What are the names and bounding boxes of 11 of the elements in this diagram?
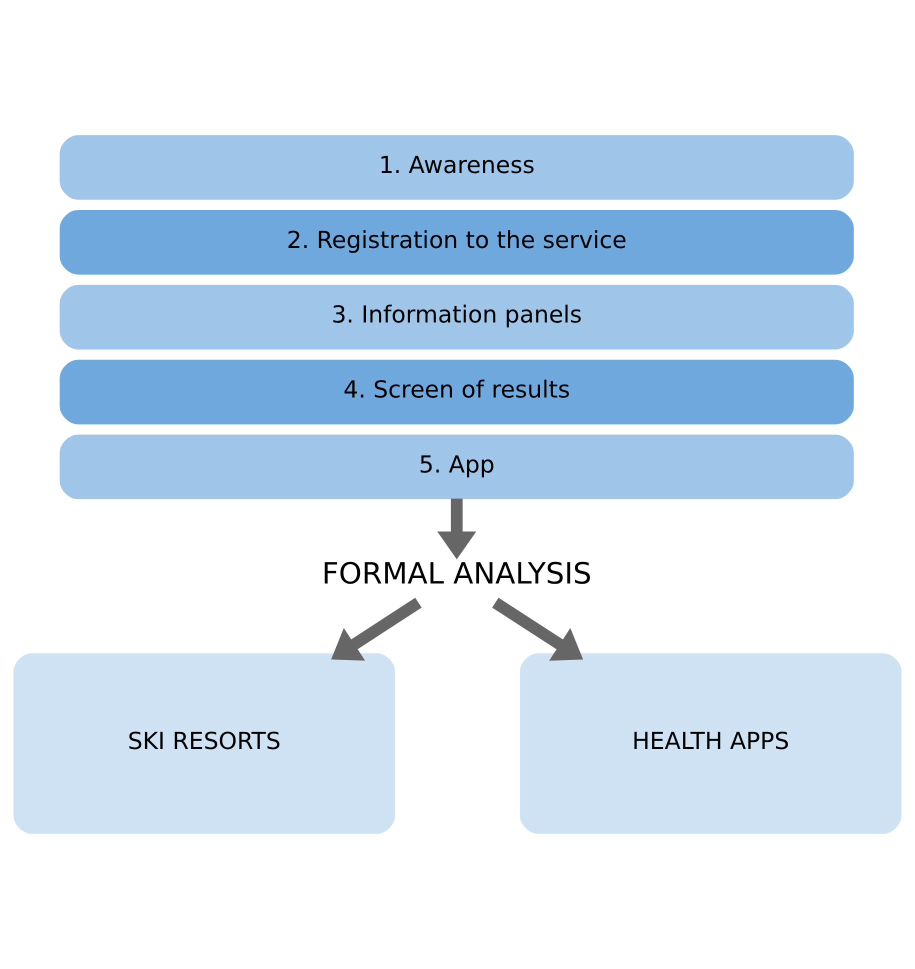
node-box: HEALTH APPS <box>520 653 902 834</box>
node-box: 3. Information panels <box>60 284 854 350</box>
node-box: 5. App <box>60 434 854 500</box>
arrow <box>492 598 584 661</box>
node-box: 2. Registration to the service <box>60 210 854 275</box>
node-box: 4. Screen of results <box>60 360 854 424</box>
arrow <box>331 598 422 661</box>
arrow <box>437 498 476 560</box>
node-box: 1. Awareness <box>60 135 854 200</box>
node-text: FORMAL ANALYSIS <box>322 556 592 591</box>
node-box: SKI RESORTS <box>13 653 396 834</box>
